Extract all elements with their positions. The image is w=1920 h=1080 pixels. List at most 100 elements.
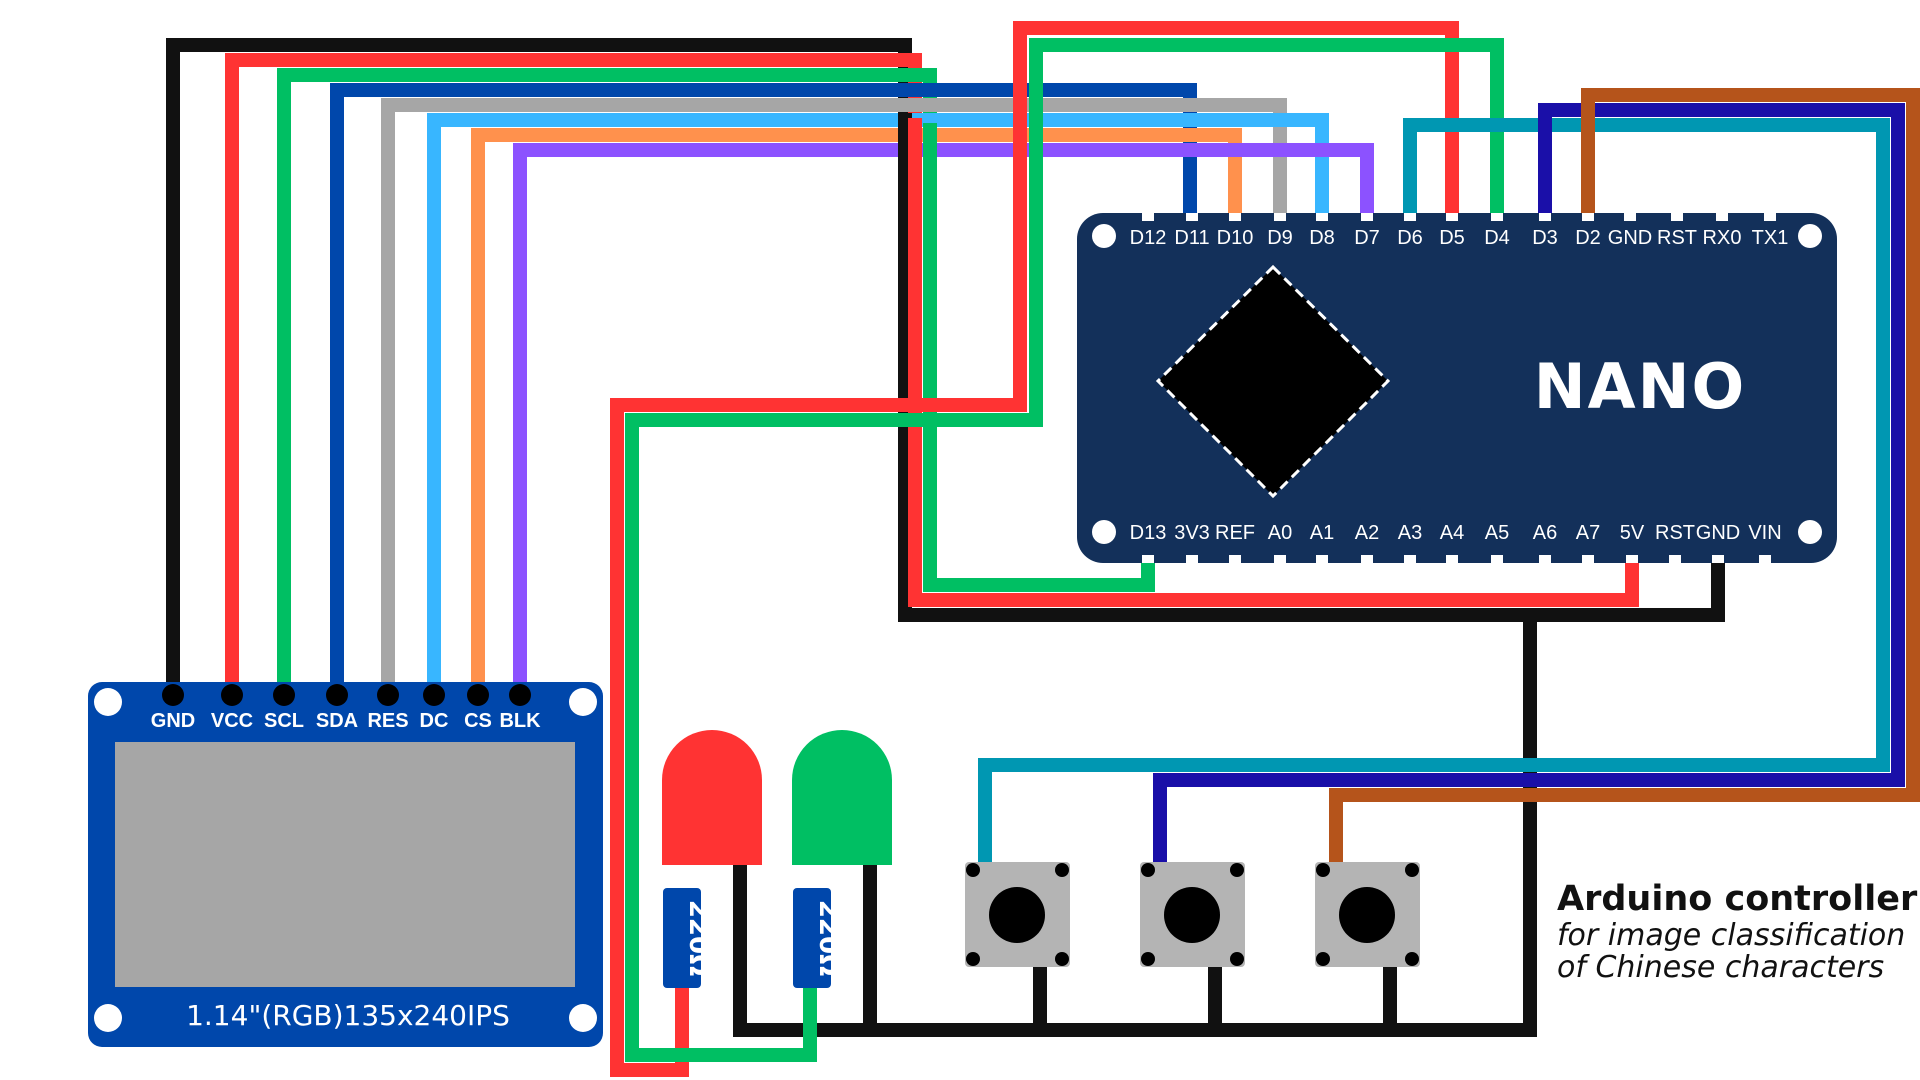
nano-pin-d7 bbox=[1361, 213, 1373, 221]
nano-pin-label: RST bbox=[1657, 227, 1697, 249]
nano-pin-a5 bbox=[1491, 555, 1503, 563]
nano-pin-rst bbox=[1671, 213, 1683, 221]
resistor-label: 220Ω bbox=[813, 900, 843, 976]
nano-pin-tx1 bbox=[1764, 213, 1776, 221]
button-cap bbox=[1164, 887, 1220, 943]
resistor-green-led bbox=[793, 888, 831, 988]
nano-pin-ref bbox=[1229, 555, 1241, 563]
nano-pin-label: 5V bbox=[1620, 522, 1645, 544]
nano-pin-label: RX0 bbox=[1703, 227, 1742, 249]
push-buttons bbox=[965, 862, 1420, 967]
display-pin-label: SDA bbox=[316, 710, 358, 732]
button-leg bbox=[1316, 863, 1330, 877]
wire-res-gray bbox=[381, 98, 1287, 697]
display-pin-label: SCL bbox=[264, 710, 304, 732]
nano-pin-gnd bbox=[1624, 213, 1636, 221]
nano-pin-label: D11 bbox=[1174, 227, 1209, 249]
nano-pin-rx0 bbox=[1716, 213, 1728, 221]
button-leg bbox=[1230, 952, 1244, 966]
caption-title: Arduino controller bbox=[1557, 879, 1918, 919]
wire-d6-teal bbox=[978, 118, 1890, 872]
button-leg bbox=[1405, 952, 1419, 966]
nano-pin-d11 bbox=[1186, 213, 1198, 221]
button-leg bbox=[1316, 952, 1330, 966]
nano-pin-label: TX1 bbox=[1752, 227, 1789, 249]
display-model-label: 1.14"(RGB)135x240IPS bbox=[186, 999, 510, 1032]
nano-pin-label: A4 bbox=[1440, 522, 1464, 544]
nano-pin-d9 bbox=[1274, 213, 1286, 221]
button-leg bbox=[966, 952, 980, 966]
nano-pin-label: GND bbox=[1696, 522, 1740, 544]
nano-pin-d5 bbox=[1446, 213, 1458, 221]
display-mount-hole bbox=[569, 688, 597, 716]
button-leg bbox=[1230, 863, 1244, 877]
caption: Arduino controller for image classificat… bbox=[1557, 879, 1918, 985]
button-leg bbox=[1405, 863, 1419, 877]
nano-pin-label: D4 bbox=[1484, 227, 1510, 249]
nano-pin-label: A3 bbox=[1398, 522, 1422, 544]
wire-d5-red bbox=[610, 21, 1459, 1077]
display-screen bbox=[115, 742, 575, 987]
wire-gnd-bus bbox=[898, 113, 1725, 622]
nano-pin-a6 bbox=[1539, 555, 1551, 563]
nano-mount-hole bbox=[1798, 224, 1822, 248]
display-pin-vcc bbox=[221, 684, 243, 706]
wire-dc-lightblue bbox=[427, 113, 1329, 697]
nano-pin-5v bbox=[1626, 555, 1638, 563]
display-mount-hole bbox=[94, 688, 122, 716]
nano-pin-a2 bbox=[1361, 555, 1373, 563]
display-pin-res bbox=[377, 684, 399, 706]
nano-pin-rst bbox=[1669, 555, 1681, 563]
nano-pin-label: D6 bbox=[1397, 227, 1423, 249]
nano-pin-label: D10 bbox=[1217, 227, 1254, 249]
button-leg bbox=[1055, 863, 1069, 877]
nano-pin-d8 bbox=[1316, 213, 1328, 221]
nano-pin-label: A7 bbox=[1576, 522, 1600, 544]
nano-pin-label: REF bbox=[1215, 522, 1255, 544]
button-2 bbox=[1140, 862, 1245, 967]
resistor-red-led bbox=[663, 888, 701, 988]
button-1 bbox=[965, 862, 1070, 967]
nano-pin-label: D3 bbox=[1532, 227, 1558, 249]
button-cap bbox=[1339, 887, 1395, 943]
wire-d13-green bbox=[923, 123, 1155, 592]
nano-pin-label: A5 bbox=[1485, 522, 1509, 544]
leds: 220Ω 220Ω bbox=[662, 730, 892, 988]
display-pin-scl bbox=[273, 684, 295, 706]
wire-d4-green bbox=[625, 38, 1504, 1062]
wire-scl-green bbox=[277, 68, 937, 697]
nano-pin-d2 bbox=[1582, 213, 1594, 221]
caption-line-2: of Chinese characters bbox=[1557, 950, 1884, 985]
nano-pin-label: D9 bbox=[1267, 227, 1293, 249]
display-pin-label: GND bbox=[151, 710, 195, 732]
microcontroller-chip bbox=[1155, 264, 1391, 499]
nano-title: NANO bbox=[1534, 350, 1746, 423]
display-pin-label: DC bbox=[420, 710, 449, 732]
nano-pin-label: A2 bbox=[1355, 522, 1379, 544]
wire-gnd-black bbox=[166, 38, 912, 697]
red-led bbox=[662, 730, 762, 865]
button-cap bbox=[989, 887, 1045, 943]
display-pin-label: BLK bbox=[499, 710, 541, 732]
nano-pin-label: 3V3 bbox=[1174, 522, 1210, 544]
wire-cs-orange bbox=[471, 128, 1242, 697]
resistor-label: 220Ω bbox=[683, 900, 713, 976]
display-pin-label: RES bbox=[367, 710, 408, 732]
nano-pin-a1 bbox=[1316, 555, 1328, 563]
nano-pin-label: RST bbox=[1655, 522, 1695, 544]
nano-pin-label: A0 bbox=[1268, 522, 1292, 544]
display-pin-cs bbox=[467, 684, 489, 706]
nano-pin-d13 bbox=[1142, 555, 1154, 563]
display-pin-gnd bbox=[162, 684, 184, 706]
wire-gnd-drop bbox=[733, 608, 1537, 1037]
nano-pin-label: D7 bbox=[1354, 227, 1380, 249]
display-mount-hole bbox=[569, 1004, 597, 1032]
nano-pin-label: VIN bbox=[1748, 522, 1781, 544]
nano-pin-label: GND bbox=[1608, 227, 1652, 249]
